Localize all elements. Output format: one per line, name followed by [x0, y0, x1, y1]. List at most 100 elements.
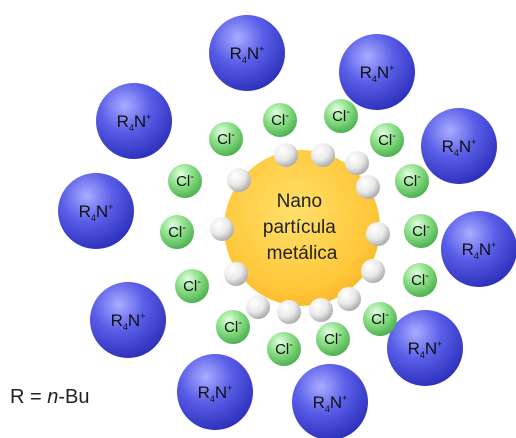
cation-label-subscript: 4: [420, 350, 425, 360]
anion-label-superscript: -: [417, 171, 421, 183]
particle-label-line-2: partícula: [263, 217, 336, 238]
anion-label-cl: Cl: [412, 223, 426, 240]
anion-label: Cl-: [183, 276, 201, 295]
anion-label: Cl-: [412, 221, 430, 240]
surface-bead: [277, 300, 301, 324]
cation-label: R4N+: [79, 202, 114, 223]
anion-label-superscript: -: [346, 106, 350, 118]
surface-bead: [311, 143, 335, 167]
cation-label-r: R: [198, 383, 210, 402]
cation-label-superscript: +: [146, 112, 151, 122]
cation-label: R4N+: [230, 44, 265, 65]
anion-cl: Cl-: [395, 164, 429, 198]
cation-r4n: R4N+: [441, 211, 516, 287]
cation-label-subscript: 4: [372, 74, 377, 84]
cation-label-r: R: [462, 240, 474, 259]
anion-label-cl: Cl: [183, 278, 197, 295]
anion-cl: Cl-: [324, 99, 358, 133]
cation-label-superscript: +: [108, 202, 113, 212]
anion-cl: Cl-: [316, 322, 350, 356]
anion-label: Cl-: [271, 110, 289, 129]
surface-bead: [356, 175, 380, 199]
anion-label-cl: Cl: [176, 173, 190, 190]
anion-label-cl: Cl: [371, 311, 385, 328]
cation-label: R4N+: [117, 112, 152, 133]
surface-bead: [345, 151, 369, 175]
cation-r4n: R4N+: [90, 282, 166, 358]
anion-label-superscript: -: [385, 309, 389, 321]
cation-sphere: [339, 34, 415, 110]
anion-label: Cl-: [411, 270, 429, 289]
cation-label-superscript: +: [140, 311, 145, 321]
cation-r4n: R4N+: [209, 15, 285, 91]
cation-label-r: R: [442, 137, 454, 156]
cation-label-superscript: +: [491, 240, 496, 250]
surface-bead: [366, 222, 390, 246]
anion-label-superscript: -: [338, 329, 342, 341]
surface-bead: [337, 287, 361, 311]
cation-r4n: R4N+: [421, 108, 497, 184]
cation-label-subscript: 4: [210, 394, 215, 404]
cation-sphere: [90, 282, 166, 358]
cation-label-superscript: +: [342, 393, 347, 403]
anion-label-cl: Cl: [217, 131, 231, 148]
anion-cl: Cl-: [160, 215, 194, 249]
cation-label-n: N: [479, 240, 491, 259]
cation-label-subscript: 4: [91, 213, 96, 223]
anion-label-superscript: -: [426, 221, 430, 233]
anion-sphere: [216, 310, 250, 344]
anion-label-cl: Cl: [332, 108, 346, 125]
anion-label-cl: Cl: [403, 173, 417, 190]
cation-sphere: [441, 211, 516, 287]
anion-sphere: [175, 269, 209, 303]
cation-label: R4N+: [313, 393, 348, 414]
cation-sphere: [387, 310, 463, 386]
anion-cl: Cl-: [404, 214, 438, 248]
cation-label-superscript: +: [227, 383, 232, 393]
surface-bead: [224, 262, 248, 286]
anion-label-superscript: -: [392, 130, 396, 142]
anion-sphere: [263, 103, 297, 137]
anion-label-superscript: -: [285, 110, 289, 122]
legend-prefix: R =: [10, 386, 48, 408]
surface-bead: [210, 217, 234, 241]
cation-label: R4N+: [360, 63, 395, 84]
anion-label: Cl-: [403, 171, 421, 190]
anion-cl: Cl-: [267, 332, 301, 366]
particle-label-line-3: metálica: [267, 243, 338, 264]
cation-label-superscript: +: [259, 44, 264, 54]
cation-label-subscript: 4: [325, 404, 330, 414]
cation-label-superscript: +: [437, 339, 442, 349]
anion-cl: Cl-: [216, 310, 250, 344]
cation-label-n: N: [134, 112, 146, 131]
anion-label-superscript: -: [197, 276, 201, 288]
particle-label-line-1: Nano: [277, 191, 322, 212]
cation-r4n: R4N+: [339, 34, 415, 110]
cation-sphere: [177, 354, 253, 430]
anion-label: Cl-: [224, 317, 242, 336]
cation-label-n: N: [215, 383, 227, 402]
cation-sphere: [209, 15, 285, 91]
anion-sphere: [395, 164, 429, 198]
surface-bead: [246, 295, 270, 319]
cation-label-n: N: [128, 311, 140, 330]
anion-label-superscript: -: [289, 339, 293, 351]
anion-label-superscript: -: [231, 129, 235, 141]
anion-cl: Cl-: [263, 103, 297, 137]
metal-nanoparticle: [224, 150, 380, 306]
cation-label-n: N: [96, 202, 108, 221]
anion-label-cl: Cl: [378, 132, 392, 149]
svg-text:Nano partícula met: Nano partícula metálica: [263, 191, 341, 264]
cation-label-subscript: 4: [129, 123, 134, 133]
cation-label-subscript: 4: [242, 55, 247, 65]
cation-label-superscript: +: [389, 63, 394, 73]
cation-label-n: N: [377, 63, 389, 82]
anion-label-cl: Cl: [271, 112, 285, 129]
cation-r4n: R4N+: [58, 173, 134, 249]
anion-label-cl: Cl: [411, 272, 425, 289]
cation-label-r: R: [117, 112, 129, 131]
cation-r4n: R4N+: [387, 310, 463, 386]
cation-label-r: R: [313, 393, 325, 412]
legend: R = n-Bu: [10, 383, 90, 411]
cation-label-subscript: 4: [474, 251, 479, 261]
